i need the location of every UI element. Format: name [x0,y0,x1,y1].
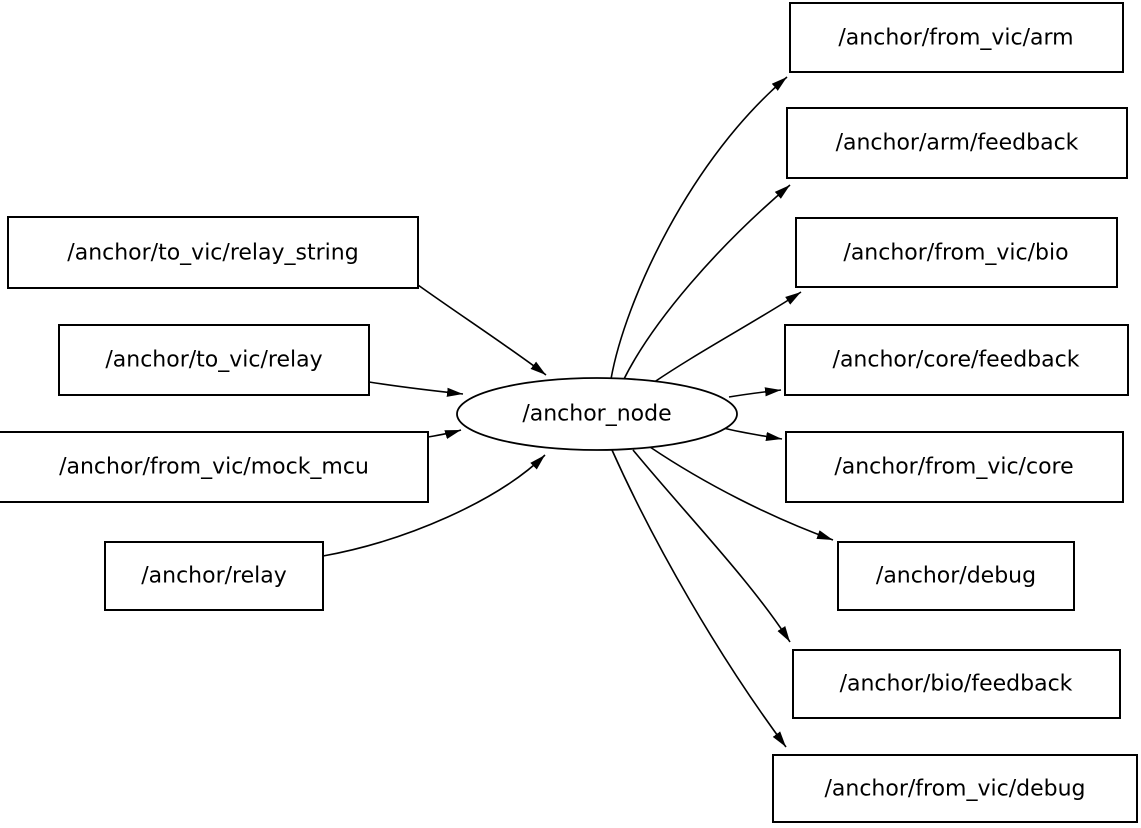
topic-label: /anchor/arm/feedback [836,131,1079,156]
topic-node-debug: /anchor/debug [837,541,1075,611]
edge-relay-to-anchor-node [322,454,546,557]
topic-box-rect [837,541,1075,611]
topic-box-rect [786,107,1128,179]
topic-box-rect [104,541,324,611]
edge-group [322,76,834,748]
topic-box-rect [0,431,429,503]
edge-anchor-node-to-bio-feedback [632,449,791,643]
edge-anchor-node-to-from-vic-bio [646,291,802,388]
topic-label: /anchor/to_vic/relay_string [67,241,358,266]
topic-box-rect [58,324,370,396]
topic-label: /anchor/bio/feedback [840,672,1073,697]
topic-label: /anchor/to_vic/relay [105,348,322,373]
node-label: /anchor_node [522,402,671,427]
edge-relay-string-to-anchor-node [417,284,547,376]
edge-mock-mcu-to-anchor-node [427,429,462,440]
topic-node-from-vic-arm: /anchor/from_vic/arm [789,2,1124,73]
topic-box-rect [785,431,1124,503]
edge-anchor-node-to-from-vic-debug [611,449,787,748]
topic-label: /anchor/from_vic/core [834,455,1073,480]
topic-node-from-vic-core: /anchor/from_vic/core [785,431,1124,503]
edge-anchor-node-to-from-vic-core [722,427,783,442]
edge-anchor-node-to-from-vic-arm [610,76,788,380]
node-anchor-node: /anchor_node [456,377,738,451]
edge-to-vic-relay-to-anchor-node [368,381,464,397]
topic-label: /anchor/relay [141,564,287,589]
topic-box-rect [795,217,1118,288]
topic-box-rect [789,2,1124,73]
topic-box-rect [772,754,1138,823]
topic-label: /anchor/core/feedback [833,348,1080,373]
topic-label: /anchor/from_vic/arm [838,26,1073,51]
topic-label: /anchor/debug [876,564,1036,589]
topic-label: /anchor/from_vic/bio [843,241,1068,266]
edge-anchor-node-to-debug [649,446,834,541]
topic-node-bio-feedback: /anchor/bio/feedback [792,649,1121,719]
topic-node-relay: /anchor/relay [104,541,324,611]
topic-node-to-vic-relay-string: /anchor/to_vic/relay_string [7,216,419,289]
edge-anchor-node-to-arm-feedback [622,184,791,382]
topic-box-rect [784,324,1129,396]
topic-node-from-vic-mock-mcu: /anchor/from_vic/mock_mcu [0,431,429,503]
node-ellipse-shape [456,377,738,451]
topic-node-from-vic-bio: /anchor/from_vic/bio [795,217,1118,288]
topic-node-to-vic-relay: /anchor/to_vic/relay [58,324,370,396]
topic-box-rect [7,216,419,289]
topic-node-core-feedback: /anchor/core/feedback [784,324,1129,396]
topic-node-from-vic-debug: /anchor/from_vic/debug [772,754,1138,823]
topic-label: /anchor/from_vic/mock_mcu [59,455,369,480]
topic-box-rect [792,649,1121,719]
topic-label: /anchor/from_vic/debug [824,777,1085,802]
topic-node-arm-feedback: /anchor/arm/feedback [786,107,1128,179]
edge-anchor-node-to-core-feedback [728,387,782,398]
